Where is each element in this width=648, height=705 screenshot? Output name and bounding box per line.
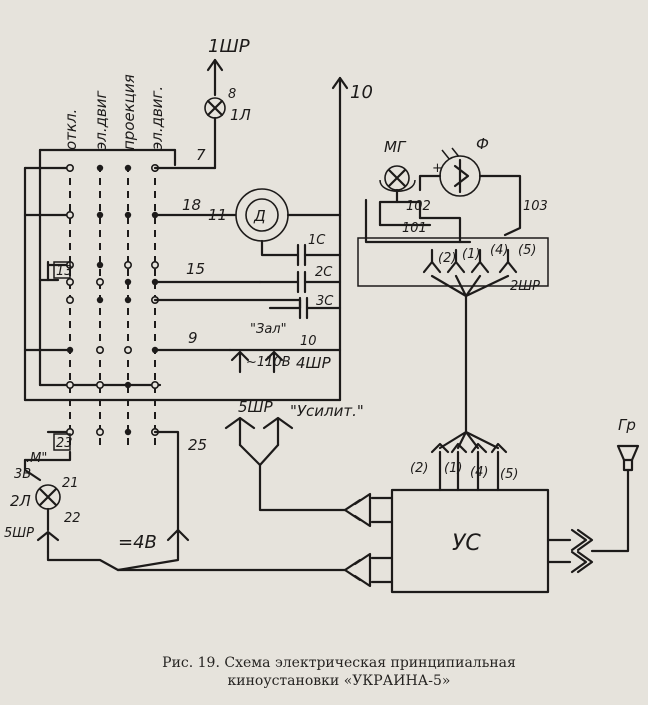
switch-position-motor-2: эл.двиг. xyxy=(148,86,166,150)
wire-101-label: 101 xyxy=(402,221,427,236)
photocell-label: Ф xyxy=(476,135,489,153)
output-10-bus: 10 xyxy=(331,76,373,402)
loudspeaker: Гр xyxy=(616,416,640,472)
wire-23-label: 23 xyxy=(56,436,73,451)
wire-9-label: 9 xyxy=(188,329,198,347)
capacitor-1c: 1С xyxy=(260,233,342,267)
lamp-1l: 1ШР 8 1Л 7 xyxy=(196,36,251,170)
caption-line-1: Рис. 19. Схема электрическая принципиаль… xyxy=(162,655,516,671)
dc-4v-link: =4В xyxy=(116,528,190,572)
switch-position-off: откл. xyxy=(62,109,80,150)
plug-5-label: 5ШР xyxy=(238,398,274,416)
plug-2-label: 2ШР xyxy=(510,279,540,294)
speaker-label: Гр xyxy=(618,416,636,434)
wire-11-label: 11 xyxy=(208,206,227,224)
wire-18-label: 18 xyxy=(182,196,201,214)
pin-5-label: (5) xyxy=(518,243,536,258)
wire-102-label: 102 xyxy=(406,199,431,214)
wire-21-label: 21 xyxy=(62,476,79,491)
lamp-1-wire-label: 8 xyxy=(228,87,236,102)
hall-socket-group: 9 "Зал" 10 ~110В 4ШР xyxy=(188,322,342,374)
wire-7-label: 7 xyxy=(196,146,206,164)
amplifier-unit: (2) (1) (4) (5) УС xyxy=(343,430,630,594)
plug-1-label: 1ШР xyxy=(208,36,250,57)
volt-3-label: 3В xyxy=(14,467,31,482)
switch-m-label: .М" xyxy=(26,451,47,466)
sound-reader-block: МГ Ф + 102 101 103 (2) (1) (4) (5) xyxy=(357,135,549,434)
motor-label: Д xyxy=(253,207,266,225)
us-pin-5-label: (5) xyxy=(500,467,518,482)
cap-2-label: 2С xyxy=(315,265,333,280)
us-pin-1-label: (1) xyxy=(444,461,462,476)
wire-25-label: 25 xyxy=(188,436,207,454)
output-10-label: 10 xyxy=(350,82,373,103)
wire-15-label: 15 xyxy=(186,260,205,278)
cap-3-label: 3С xyxy=(316,294,334,309)
plug-2-connector: (2) (1) (4) (5) 2ШР xyxy=(422,243,540,298)
caption-line-2: киноустановки «УКРАИНА-5» xyxy=(227,673,451,689)
us-pin-4-label: (4) xyxy=(470,465,488,480)
selector-switch-block: откл. эл.двиг проекция эл.двиг. xyxy=(23,74,342,532)
pin-2-label: (2) xyxy=(438,251,456,266)
hall-label: "Зал" xyxy=(250,322,287,337)
contact-row-3 xyxy=(46,260,160,282)
amplifier-label: "Усилит." xyxy=(290,402,364,420)
contact-row-5 xyxy=(66,295,302,304)
amp-unit-label: УС xyxy=(452,531,481,556)
contact-row-2 xyxy=(23,211,237,220)
us-pin-2-label: (2) xyxy=(410,461,428,476)
wire-103-label: 103 xyxy=(523,199,548,214)
terminal-13-box xyxy=(53,261,71,279)
photocell-plus: + xyxy=(432,161,443,176)
contact-row-6 xyxy=(23,345,232,354)
terminal-23-box xyxy=(53,433,71,451)
cap-1-label: 1С xyxy=(308,233,326,248)
pin-1-label: (1) xyxy=(462,247,480,262)
lamp-2-label: 2Л xyxy=(10,492,31,510)
volt-110-label: ~110В xyxy=(246,355,291,370)
contact-row-8 xyxy=(46,427,180,532)
volt-4-label: =4В xyxy=(118,532,157,553)
lamp-2l: .М" 3В 21 2Л 22 5ШР xyxy=(4,451,347,572)
wire-22-label: 22 xyxy=(64,511,81,526)
wire-13-label: 13 xyxy=(56,264,73,279)
pin-4-label: (4) xyxy=(490,243,508,258)
figure-caption: Рис. 19. Схема электрическая принципиаль… xyxy=(0,654,648,690)
plug-4-label: 4ШР xyxy=(296,354,332,372)
switch-position-projection: проекция xyxy=(120,74,138,150)
amplifier-plug-group: 5ШР "Усилит." 25 xyxy=(188,398,364,512)
contact-row-7 xyxy=(38,380,162,389)
motor: 18 11 Д xyxy=(182,188,342,242)
contact-row-4 xyxy=(38,277,262,286)
wire-10-label: 10 xyxy=(300,334,317,349)
mg-label: МГ xyxy=(384,138,407,156)
capacitor-3c: 3С xyxy=(268,294,342,320)
plug-5b-label: 5ШР xyxy=(4,526,34,541)
contact-row-1 xyxy=(23,164,217,173)
lamp-1-label: 1Л xyxy=(230,106,251,124)
switch-position-motor-1: эл.двиг xyxy=(92,90,110,150)
capacitor-2c: 2С xyxy=(258,265,342,294)
